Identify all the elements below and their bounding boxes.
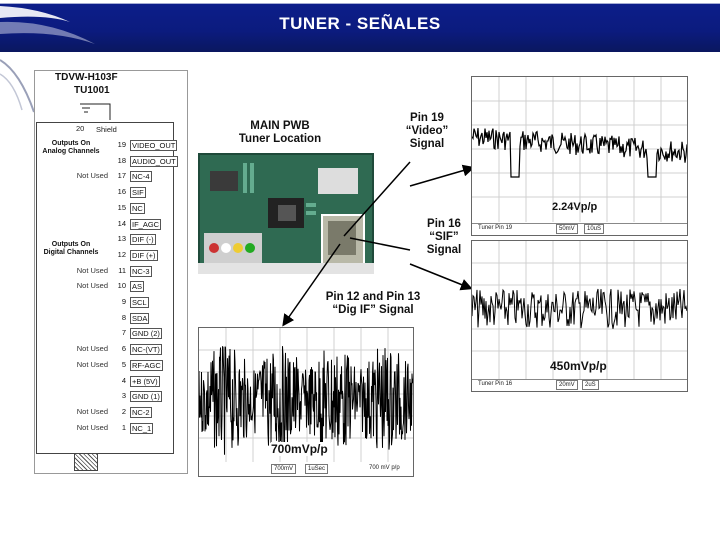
pin-number: 19: [117, 140, 126, 149]
pin-name: VIDEO_OUT: [130, 140, 178, 151]
connector-stub: [74, 453, 98, 471]
pin-name: IF_AGC: [130, 218, 162, 230]
logo-swoosh-icon: [0, 6, 95, 44]
pin-name: AUDIO_OUT: [130, 155, 178, 167]
pin16-callout: Pin 16 “SIF” Signal: [426, 218, 462, 256]
pin-number: 2: [121, 406, 126, 416]
pin-number: 4: [121, 375, 126, 385]
dig-if-footer-volts: 700mV: [271, 464, 297, 474]
pin-note: Not Used: [76, 281, 108, 291]
video-amplitude: 2.24Vp/p: [552, 201, 598, 213]
dig-if-amplitude: 700mVp/p: [271, 442, 328, 456]
dig-if-footer-time: 1uSec: [305, 464, 329, 474]
sif-footer-time: 2uS: [582, 380, 599, 390]
tuner-part-name: TDVW-H103F: [55, 72, 118, 83]
pin-number: 7: [121, 328, 126, 338]
pin-number: 14: [117, 218, 126, 228]
sif-footer-volts: 20mV: [556, 380, 578, 390]
tuner-pinout-panel: [34, 70, 188, 474]
pin-number: 13: [117, 234, 126, 244]
pin-number: 15: [117, 202, 126, 212]
video-footer-time: 10uS: [584, 224, 605, 234]
pin-name: DIF (+): [130, 249, 158, 261]
pin-number: 5: [121, 359, 126, 369]
dig-if-footer-note: 700 mV p/p: [369, 465, 400, 471]
pwb-title: MAIN PWB Tuner Location: [238, 120, 322, 145]
page-title: TUNER - SEÑALES: [279, 14, 441, 33]
decor-curve-icon: [0, 59, 35, 113]
pin16-to-scope-arrow: [409, 263, 473, 291]
shield-pin-number: 20: [76, 124, 85, 133]
pin-name: NC: [130, 202, 145, 214]
pin-name: NC-4: [130, 171, 152, 183]
pin-name: GND (2): [130, 328, 162, 340]
tuner-ic-box: [36, 122, 174, 454]
pin-number: 8: [121, 312, 126, 322]
pin19-arrow-line: [343, 161, 411, 237]
pin-note: Not Used: [76, 171, 108, 181]
pin-name: RF-AGC: [130, 359, 163, 371]
sif-footer-label: Tuner Pin 16: [478, 381, 513, 387]
pin-name: NC-2: [130, 406, 152, 418]
pin-note: Not Used: [76, 265, 108, 275]
ground-symbol-icon: [80, 103, 111, 120]
pin-name: AS: [130, 281, 145, 293]
video-scope: 2.24Vp/p Tuner Pin 19 50mV 10uS: [471, 76, 688, 236]
pin-number: 10: [117, 281, 126, 291]
pin-note: Not Used: [76, 359, 108, 369]
pin19-callout: Pin 19 “Video” Signal: [405, 112, 449, 150]
digital-group-label: Outputs On Digital Channels: [43, 241, 99, 256]
sif-waveform: [472, 241, 687, 379]
pin-note: Not Used: [76, 422, 108, 432]
analog-group-label: Outputs On Analog Channels: [42, 140, 100, 155]
pin-number: 6: [121, 344, 126, 354]
dig-if-waveform: [199, 328, 413, 462]
pin-name: NC_1: [130, 422, 154, 434]
pin-name: SIF: [130, 187, 146, 199]
tuner-ref: TU1001: [74, 85, 110, 96]
sif-scope: 450mVp/p Tuner Pin 16 20mV 2uS: [471, 240, 688, 392]
shield-label: Shield: [96, 125, 117, 134]
pin-name: DIF (-): [130, 234, 156, 246]
pin-number: 1: [121, 422, 126, 432]
pin-note: Not Used: [76, 344, 108, 354]
video-waveform: [472, 77, 687, 222]
pin-number: 3: [121, 391, 126, 401]
pin-name: GND (1): [130, 391, 162, 403]
pin12-13-callout: Pin 12 and Pin 13 “Dig IF” Signal: [325, 291, 421, 316]
pin-number: 11: [118, 265, 126, 275]
pin19-to-scope-arrow: [409, 164, 475, 187]
pin-name: SDA: [130, 312, 150, 324]
video-footer-label: Tuner Pin 19: [478, 225, 513, 231]
slide-header: TUNER - SEÑALES: [0, 0, 720, 52]
pin-number: 12: [117, 249, 126, 259]
pin-name: SCL: [130, 297, 149, 308]
pin-number: 17: [117, 171, 126, 181]
dig-if-scope: 700mVp/p 700mV 1uSec 700 mV p/p: [198, 327, 414, 477]
sif-amplitude: 450mVp/p: [550, 359, 607, 373]
pin-name: +B (5V): [130, 375, 160, 387]
main-pwb-photo: [198, 153, 374, 274]
pin-note: Not Used: [76, 406, 108, 416]
video-footer-volts: 50mV: [556, 224, 578, 234]
pin-number: 18: [117, 155, 126, 165]
pin-number: 9: [121, 297, 126, 306]
pin-name: NC-(VT): [130, 344, 162, 356]
dig-if-arrow: [282, 243, 341, 327]
pin-name: NC-3: [130, 265, 152, 277]
pin-number: 16: [117, 187, 126, 197]
pin16-arrow-line: [349, 237, 411, 251]
